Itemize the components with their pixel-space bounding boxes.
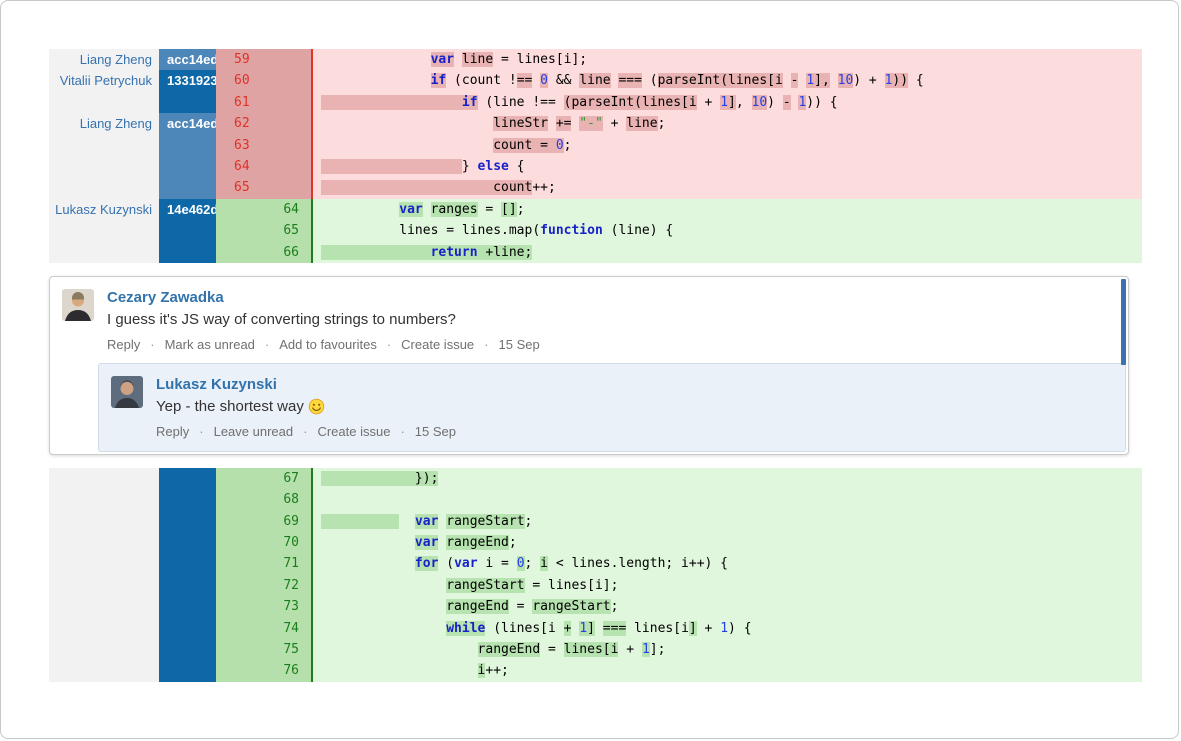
code-line: } else { [311,155,1142,178]
author-link[interactable]: Vitalii Petrychuk [59,73,152,89]
line-number[interactable]: 66 [216,241,311,263]
avatar [62,288,94,321]
comment-actions: Reply · Mark as unread · Add to favourites · C… [107,337,1112,352]
line-number[interactable]: 65 [216,220,311,242]
reply-content: Lukasz Kuzynski Yep - the shortest way R… [156,376,1109,439]
code-line: i++; [311,660,1142,682]
line-number[interactable]: 60 [216,70,311,92]
comment-date: 15 Sep [498,336,540,352]
code-line: rangeStart = lines[i]; [311,574,1142,597]
comment-actions: Reply · Leave unread · Create issue · 15 Sep [156,424,1109,439]
dot-separator: · [386,336,392,352]
avatar-image [62,288,94,321]
comment-thread: Cezary Zawadka I guess it's JS way of co… [49,275,1129,455]
dot-separator: · [150,336,155,352]
line-number[interactable]: 69 [216,510,311,533]
code-line: var rangeStart; [311,510,1142,533]
action-mark-as-unread[interactable]: Mark as unread [164,336,255,352]
action-create-issue[interactable]: Create issue [401,336,475,352]
code-line: var line = lines[i]; [311,49,1142,71]
line-number[interactable]: 67 [216,467,311,490]
line-number[interactable]: 62 [216,113,311,135]
action-reply[interactable]: Reply [156,423,190,439]
code-line: rangeEnd = rangeStart; [311,596,1142,618]
comment-reply: Lukasz Kuzynski Yep - the shortest way R… [98,362,1126,452]
action-add-to-favourites[interactable]: Add to favourites [279,336,377,352]
commit-hash[interactable]: 1331923 [159,70,216,114]
author-cell: Vitalii Petrychuk [49,70,159,114]
code-line: for (var i = 0; i < lines.length; i++) { [311,553,1142,575]
commit-hash[interactable]: acc14ed [159,113,216,199]
action-create-issue[interactable]: Create issue [317,423,391,439]
dot-separator: · [199,423,204,439]
avatar [111,375,143,408]
code-line: }); [311,467,1142,490]
action-leave-unread[interactable]: Leave unread [213,423,294,439]
code-line: count++; [311,177,1142,199]
comment-root: Cezary Zawadka I guess it's JS way of co… [50,277,1128,363]
line-number[interactable]: 68 [216,489,311,511]
code-line: lineStr += "-" + line; [311,113,1142,135]
unread-indicator-strip [1121,278,1126,365]
line-number[interactable]: 59 [216,49,311,71]
comment-text: Yep - the shortest way [156,397,304,415]
dot-separator: · [400,423,405,439]
line-number[interactable]: 74 [216,617,311,640]
avatar-image [111,375,143,408]
smiley-emoticon [308,398,325,415]
code-line: count = 0; [311,134,1142,156]
code-line: var rangeEnd; [311,532,1142,554]
line-number[interactable]: 64 [216,198,311,221]
comment-author[interactable]: Cezary Zawadka [107,288,224,306]
reply-inner: Lukasz Kuzynski Yep - the shortest way R… [99,364,1125,451]
action-reply[interactable]: Reply [107,336,141,352]
code-line [311,489,1142,511]
line-number[interactable]: 70 [216,532,311,554]
comment-author[interactable]: Lukasz Kuzynski [156,375,277,393]
line-number[interactable]: 73 [216,596,311,618]
code-line: while (lines[i + 1] === lines[i] + 1) { [311,617,1142,640]
dot-separator: · [264,336,270,352]
commit-hash[interactable]: 14e462d [159,198,216,263]
line-number[interactable]: 64 [216,155,311,178]
line-number[interactable]: 63 [216,134,311,156]
comment-body: Yep - the shortest way [156,398,1109,415]
comment-date: 15 Sep [414,423,456,439]
comment-text: I guess it's JS way of converting string… [107,310,456,328]
author-link[interactable]: Lukasz Kuzynski [55,201,152,217]
line-number[interactable]: 76 [216,660,311,682]
author-link[interactable]: Liang Zheng [79,52,152,67]
line-number[interactable]: 72 [216,574,311,597]
line-number[interactable]: 61 [216,91,311,114]
dot-separator: · [484,336,489,352]
author-cell: Lukasz Kuzynski [49,198,159,263]
author-cell [49,467,159,682]
author-cell: Liang Zheng [49,113,159,199]
code-line: return +line; [311,241,1142,263]
code-line: if (count !== 0 && line === (parseInt(li… [311,70,1142,92]
code-line: if (line !== (parseInt(lines[i + 1], 10)… [311,91,1142,114]
line-number[interactable]: 75 [216,639,311,661]
line-number[interactable]: 71 [216,553,311,575]
comment-body: I guess it's JS way of converting string… [107,311,1112,328]
dot-separator: · [303,423,308,439]
code-line: var ranges = []; [311,198,1142,221]
commit-hash [159,467,216,682]
author-link[interactable]: Liang Zheng [79,116,152,132]
comment-content: Cezary Zawadka I guess it's JS way of co… [107,289,1112,352]
commit-hash[interactable]: acc14ed [159,49,216,71]
code-line: lines = lines.map(function (line) { [311,220,1142,242]
author-cell: Liang Zheng [49,49,159,71]
line-number[interactable]: 65 [216,177,311,199]
code-line: rangeEnd = lines[i + 1]; [311,639,1142,661]
